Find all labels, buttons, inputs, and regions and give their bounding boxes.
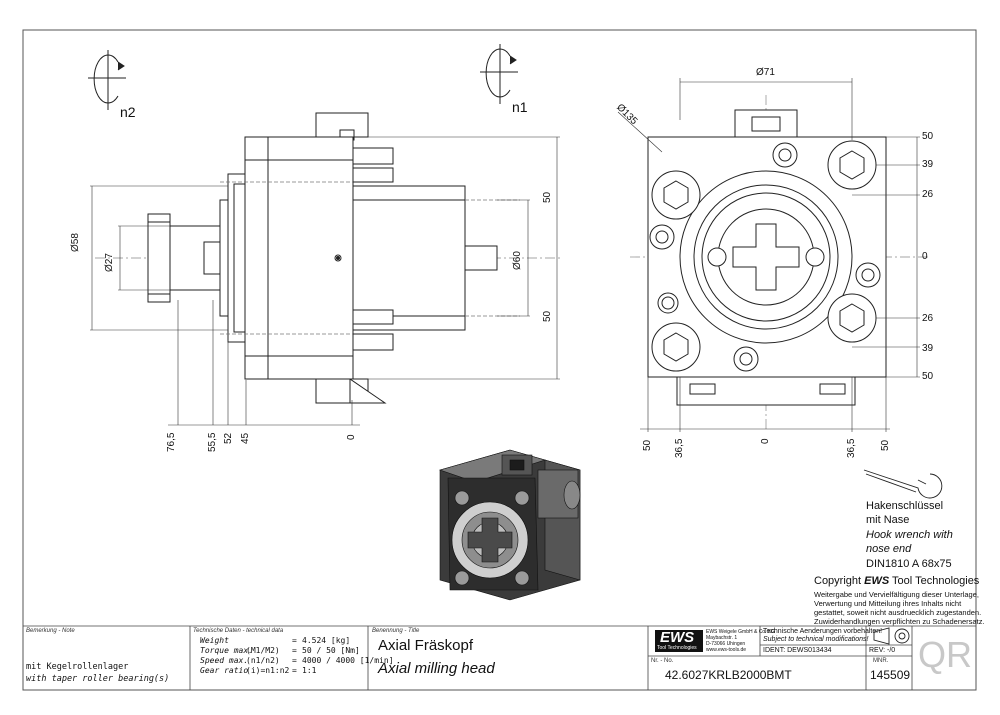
ews-logo: EWS xyxy=(660,629,695,646)
tech-label: Torque max. xyxy=(200,646,253,655)
dim-dia-58: Ø58 xyxy=(70,233,81,252)
wrench-label-3: Hook wrench with xyxy=(866,529,953,541)
front-view xyxy=(630,95,930,430)
rev-value: -/0 xyxy=(887,647,896,654)
title-header: Benennung - Title xyxy=(372,628,420,634)
projection-symbol xyxy=(873,627,910,645)
tech-label: Speed max. xyxy=(200,656,249,665)
dim-dia-71: Ø71 xyxy=(756,67,775,78)
tech-unit: (i)=n1:n2 xyxy=(246,666,290,675)
front-dim-50-a: 50 xyxy=(922,131,934,142)
rotation-symbol-n1 xyxy=(480,44,518,104)
tech-value: 4000 / 4000 [1/min] xyxy=(302,656,394,665)
tech-row-speed: Speed max.(n1/n2) = 4000 / 4000 [1/min] xyxy=(200,656,394,665)
change-note-de: Technische Aenderungen vorbehalten! xyxy=(763,628,883,635)
copyright-line-4: Zuwiderhandlungen verpflichten zu Schade… xyxy=(814,617,985,626)
tech-value: 50 / 50 [Nm] xyxy=(302,646,360,655)
nr-value: 42.6027KRLB2000BMT xyxy=(665,668,792,682)
tech-label: Gear ratio xyxy=(200,666,249,675)
wrench-din: DIN1810 A 68x75 xyxy=(866,558,952,570)
pos-45: 45 xyxy=(240,432,251,444)
front-bottom-36-5-a: 36,5 xyxy=(674,438,685,458)
ident-row: IDENT: DEWS013434 xyxy=(763,647,831,654)
company-line-3: D-73066 Uhingen xyxy=(706,641,746,647)
tech-sep: = xyxy=(292,656,297,665)
front-dim-26-a: 26 xyxy=(922,189,934,200)
side-view-dimensions xyxy=(90,136,560,426)
side-view xyxy=(95,112,560,404)
tech-sep: = xyxy=(292,666,297,675)
wrench-label-1: Hakenschlüssel xyxy=(866,500,944,512)
ews-logo-box xyxy=(655,630,703,652)
tech-label: Weight xyxy=(200,636,229,645)
change-note-en: Subject to technical modifications! xyxy=(763,636,869,643)
copyright-brand: EWS xyxy=(864,575,890,587)
pos-0-side: 0 xyxy=(346,434,357,440)
ident-label: IDENT: xyxy=(763,647,786,654)
company-line-4: www.ews-tools.de xyxy=(706,647,747,653)
copyright-prefix: Copyright xyxy=(814,575,865,587)
rev-row: REV: -/0 xyxy=(869,647,895,654)
tech-header: Technische Daten - technical data xyxy=(193,628,284,634)
front-bottom-0: 0 xyxy=(760,438,771,444)
rev-label: REV: xyxy=(869,647,886,654)
pos-76-5: 76,5 xyxy=(166,432,177,452)
tech-value: 4.524 [kg] xyxy=(302,636,351,645)
copyright-suffix: Tool Technologies xyxy=(889,575,980,587)
front-dim-39-b: 39 xyxy=(922,343,934,354)
tech-unit: (n1/n2) xyxy=(246,656,280,665)
tech-row-gear: Gear ratio(i)=n1:n2= 1:1 xyxy=(200,666,316,675)
tech-sep: = xyxy=(292,636,297,645)
wrench-label-4: nose end xyxy=(866,543,912,555)
company-line-2: Maybachstr. 1 xyxy=(706,635,738,641)
tech-value: 1:1 xyxy=(302,666,317,675)
mnr-label: MNR. xyxy=(873,658,889,664)
front-dim-39-a: 39 xyxy=(922,159,934,170)
ews-logo-sub: Tool Technologies xyxy=(657,645,697,651)
note-line-1: mit Kegelrollenlager xyxy=(26,662,129,672)
qr-placeholder: QR xyxy=(918,634,972,675)
tech-row-torque: Torque max.(M1/M2) = 50 / 50 [Nm] xyxy=(200,646,360,655)
isometric-view xyxy=(438,449,581,601)
copyright-line-3: gestattet, soweit nicht ausdruecklich zu… xyxy=(814,608,982,617)
tech-sep: = xyxy=(292,646,297,655)
tech-unit: (M1/M2) xyxy=(246,646,280,655)
note-header: Bemerkung - Note xyxy=(26,628,75,634)
rotation-label-n2: n2 xyxy=(120,104,136,120)
copyright-line-1: Weitergabe und Vervielfältigung dieser U… xyxy=(814,590,979,599)
copyright-heading: Copyright EWS Tool Technologies xyxy=(814,575,979,587)
front-bottom-50-a: 50 xyxy=(642,439,653,451)
ident-value: DEWS013434 xyxy=(787,647,832,654)
title-block-lines xyxy=(23,625,976,690)
front-dim-50-b: 50 xyxy=(922,371,934,382)
front-dim-0: 0 xyxy=(922,251,928,262)
wrench-label-2: mit Nase xyxy=(866,514,910,526)
nr-label: Nr. - No. xyxy=(651,658,674,664)
pos-52: 52 xyxy=(223,432,234,444)
front-bottom-36-5-b: 36,5 xyxy=(846,438,857,458)
hook-wrench-sketch xyxy=(863,469,943,499)
title-german: Axial Fräskopf xyxy=(378,637,474,654)
drawing-frame xyxy=(22,29,977,691)
note-line-2: with taper roller bearing(s) xyxy=(26,674,170,684)
dim-50-bottom: 50 xyxy=(542,310,553,322)
front-dim-26-b: 26 xyxy=(922,313,934,324)
title-english: Axial milling head xyxy=(378,660,495,677)
dim-dia-60: Ø60 xyxy=(512,251,523,270)
tech-row-weight: Weight = 4.524 [kg] xyxy=(200,636,350,645)
rotation-symbol-n2 xyxy=(88,50,126,110)
company-line-1: EWS Weigele GmbH & Co. KG xyxy=(706,629,776,635)
front-bottom-50-b: 50 xyxy=(880,439,891,451)
front-view-dimensions xyxy=(617,78,920,432)
pos-55-5: 55,5 xyxy=(207,432,218,452)
dim-dia-27: Ø27 xyxy=(104,253,115,272)
dim-50-top: 50 xyxy=(542,191,553,203)
rotation-label-n1: n1 xyxy=(512,99,528,115)
mnr-value: 145509 xyxy=(870,668,911,682)
copyright-line-2: Verwertung und Mitteilung ihres Inhalts … xyxy=(814,599,962,608)
